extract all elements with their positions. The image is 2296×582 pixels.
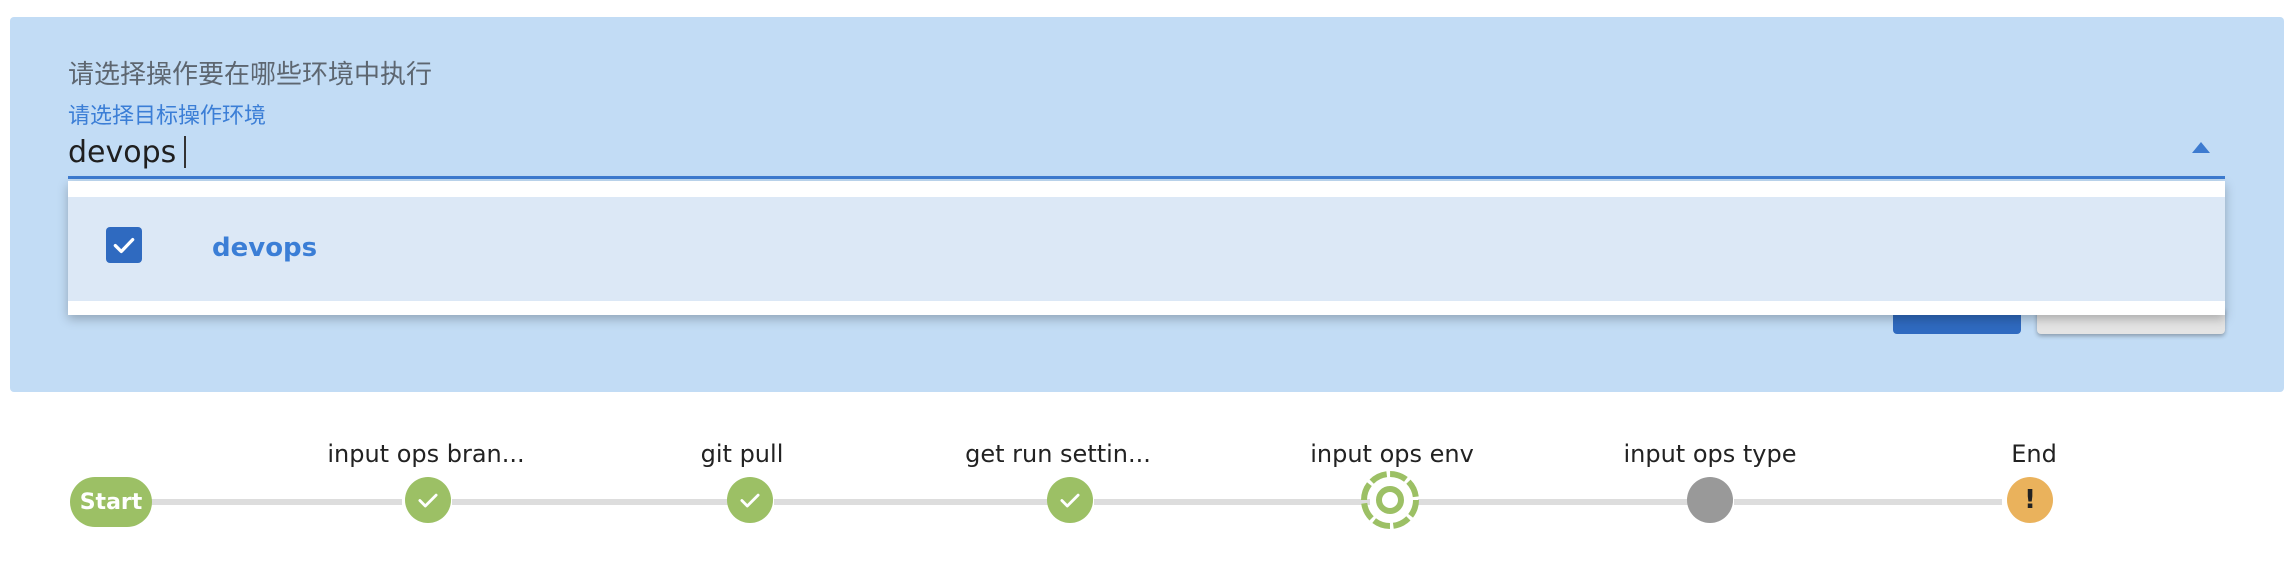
- check-icon: [1060, 493, 1080, 508]
- check-icon: [740, 493, 760, 508]
- workflow-stepper: Start input ops bran... git pull get run…: [0, 430, 2296, 550]
- step-label: input ops type: [1623, 440, 1797, 468]
- prompt-text: 请选择操作要在哪些环境中执行: [68, 60, 433, 90]
- dropdown-arrow-up-icon[interactable]: [2192, 142, 2210, 153]
- input-underline: [68, 176, 2225, 179]
- exclamation-icon: !: [2024, 485, 2036, 515]
- text-caret: [184, 136, 187, 168]
- step-label: get run settin...: [965, 440, 1151, 468]
- step-label: git pull: [700, 440, 784, 468]
- step-connector: [1734, 499, 2002, 505]
- step-node-done[interactable]: [1047, 477, 1093, 523]
- step-connector: [150, 499, 402, 505]
- end-node-warning[interactable]: !: [2007, 477, 2053, 523]
- step-label: input ops bran...: [327, 440, 525, 468]
- step-node-current[interactable]: [1360, 470, 1420, 530]
- step-label: input ops env: [1310, 440, 1474, 468]
- step-connector: [1094, 499, 1370, 505]
- step-node-done[interactable]: [727, 477, 773, 523]
- option-label: devops: [212, 233, 318, 263]
- step-connector: [1418, 499, 1692, 505]
- env-select-input[interactable]: devops: [68, 132, 187, 172]
- env-select-value: devops: [68, 134, 177, 170]
- check-icon: [418, 493, 438, 508]
- start-node: Start: [70, 477, 152, 527]
- step-node-pending[interactable]: [1687, 477, 1733, 523]
- env-dropdown-menu: devops: [68, 181, 2225, 315]
- option-checkbox[interactable]: [106, 227, 142, 263]
- step-connector: [774, 499, 1048, 505]
- env-field-label: 请选择目标操作环境: [68, 104, 267, 129]
- step-label: End: [2011, 440, 2057, 468]
- spinner-icon: [1361, 471, 1419, 529]
- step-node-done[interactable]: [405, 477, 451, 523]
- dropdown-option-devops[interactable]: devops: [68, 197, 2225, 301]
- checkmark-icon: [113, 237, 135, 254]
- step-connector: [452, 499, 730, 505]
